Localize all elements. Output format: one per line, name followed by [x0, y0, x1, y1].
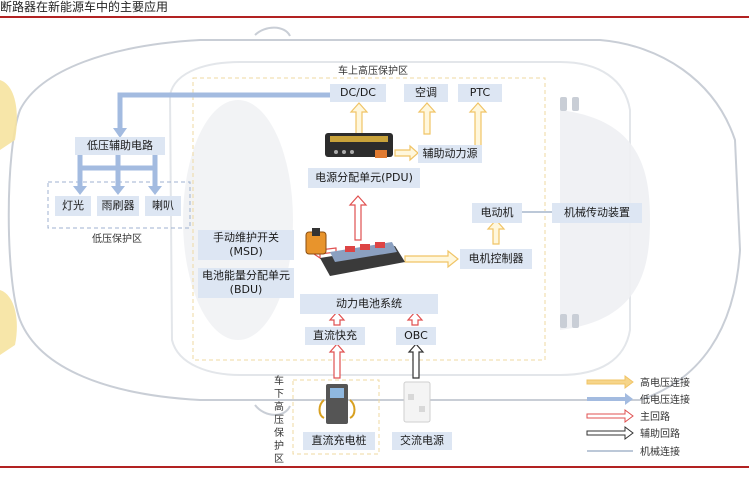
legend-hv: 高电压连接: [640, 378, 690, 389]
light-box: 灯光: [55, 196, 91, 216]
motor-box: 电动机: [472, 203, 522, 223]
hv-top-zone-label: 车上高压保护区: [338, 66, 408, 77]
motor-controller-box: 电机控制器: [460, 249, 532, 269]
bottom-rule: [0, 466, 749, 468]
hv-side-zone: [292, 379, 380, 455]
dcdc-box: DC/DC: [330, 84, 386, 102]
legend-main-circuit: 主回路: [640, 412, 670, 423]
bdu-box: 电池能量分配单元 (BDU): [198, 268, 294, 298]
ac-source-box: 交流电源: [392, 432, 452, 450]
page-title: 断路器在新能源车中的主要应用: [0, 0, 169, 14]
mech-drive-box: 机械传动装置: [552, 203, 642, 223]
ptc-box: PTC: [458, 84, 502, 102]
lv-zone-label: 低压保护区: [92, 234, 142, 245]
aux-circuit-arrow: [407, 343, 425, 379]
main-circuit-arrows: [309, 195, 424, 379]
mirror-icons: [560, 97, 579, 328]
lv-aux-circuit-box: 低压辅助电路: [75, 137, 165, 155]
battery-pack-image: [320, 242, 405, 276]
horn-box: 喇叭: [145, 196, 181, 216]
msd-box: 手动维护开关 (MSD): [198, 230, 294, 260]
obc-box: OBC: [396, 327, 436, 345]
hv-top-zone: [192, 77, 546, 361]
dc-pile-image: [318, 384, 356, 424]
ac-box: 空调: [404, 84, 448, 102]
legend-swatches: [586, 375, 634, 452]
low-voltage-arrowheads: [73, 128, 162, 195]
aux-power-box: 辅助动力源: [418, 145, 482, 163]
top-rule: [0, 16, 749, 18]
legend-aux-circuit: 辅助回路: [640, 429, 680, 440]
hv-side-zone-label: 车下高压保护区: [274, 376, 284, 465]
high-voltage-arrows: [349, 102, 506, 269]
pdu-module-image: [325, 133, 393, 158]
pdu-box: 电源分配单元(PDU): [308, 168, 420, 188]
ac-source-image: [403, 381, 431, 423]
msd-image: [305, 228, 327, 255]
battery-system-box: 动力电池系统: [300, 294, 438, 314]
legend-mechanical: 机械连接: [640, 447, 680, 458]
legend-lv: 低电压连接: [640, 395, 690, 406]
low-voltage-lines: [77, 92, 330, 190]
wiper-box: 雨刷器: [97, 196, 139, 216]
dc-charging-pile-box: 直流充电桩: [303, 432, 375, 450]
dc-fast-charge-box: 直流快充: [305, 327, 365, 345]
